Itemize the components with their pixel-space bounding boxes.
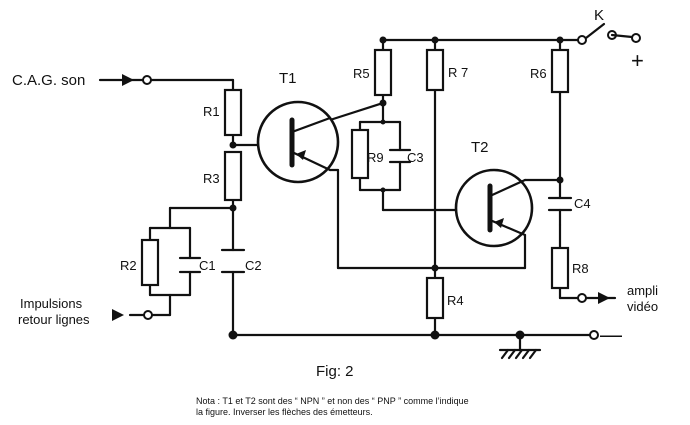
- resistor-r2: [140, 238, 160, 287]
- transistor-t2: [454, 168, 534, 248]
- label-k: K: [594, 7, 604, 24]
- terminal-impulsions: [143, 310, 153, 320]
- capacitor-c3: [388, 148, 412, 164]
- label-r9: R9: [367, 150, 384, 165]
- label-impulsions: Impulsions: [20, 296, 83, 311]
- label-c3: C3: [407, 150, 424, 165]
- label-r6: R6: [530, 66, 547, 81]
- label-r5: R5: [353, 66, 370, 81]
- label-minus: —: [600, 322, 622, 347]
- resistor-r9: [350, 128, 370, 180]
- junction-nodes: [228, 36, 564, 340]
- figure-caption: Fig: 2: [316, 363, 354, 380]
- resistor-r7: [425, 48, 445, 92]
- resistor-r6: [550, 48, 570, 94]
- ground-symbol: [498, 333, 542, 360]
- label-r8: R8: [572, 261, 589, 276]
- terminal-plus: [631, 33, 641, 43]
- resistor-r5: [373, 48, 393, 97]
- terminal-cag-son: [142, 75, 152, 85]
- resistor-r4: [425, 276, 445, 320]
- label-plus: +: [631, 48, 644, 73]
- wires: [98, 38, 617, 337]
- note-line-1: Nota : T1 et T2 sont des “ NPN ” et non …: [196, 396, 469, 406]
- transistor-t1: [256, 100, 340, 184]
- capacitor-c1: [178, 256, 202, 274]
- switch-k: [584, 22, 634, 40]
- capacitor-c2: [220, 248, 246, 274]
- terminal-ground-out: [589, 330, 599, 340]
- note-line-2: la figure. Inverser les flèches des émet…: [196, 407, 373, 417]
- label-r2: R2: [120, 258, 137, 273]
- label-retour-lignes: retour lignes: [18, 312, 90, 327]
- label-cag-son: C.A.G. son: [12, 72, 85, 89]
- terminal-k-a: [577, 35, 587, 45]
- label-t1: T1: [279, 70, 297, 87]
- label-r7: R 7: [448, 65, 468, 80]
- resistor-r1: [223, 88, 243, 137]
- label-r3: R3: [203, 171, 220, 186]
- label-c2: C2: [245, 258, 262, 273]
- label-c1: C1: [199, 258, 216, 273]
- input-arrows: [112, 74, 610, 321]
- resistor-r8: [550, 246, 570, 290]
- label-video: vidéo: [627, 299, 658, 314]
- label-r1: R1: [203, 104, 220, 119]
- resistor-r3: [223, 150, 243, 202]
- label-t2: T2: [471, 139, 489, 156]
- label-r4: R4: [447, 293, 464, 308]
- terminal-ampli-video: [577, 293, 587, 303]
- capacitor-c4: [547, 196, 573, 212]
- label-c4: C4: [574, 196, 591, 211]
- label-ampli: ampli: [627, 283, 658, 298]
